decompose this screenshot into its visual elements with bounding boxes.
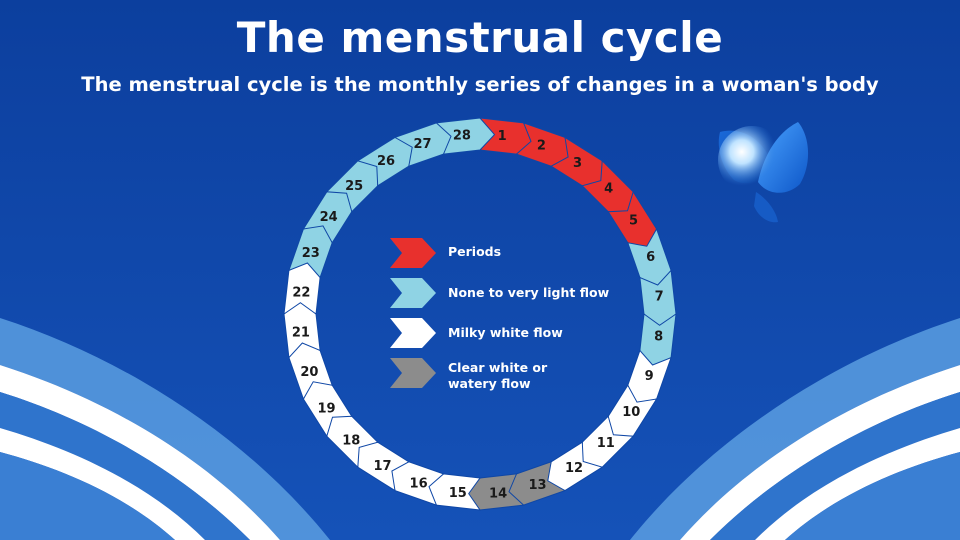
day-4-label: 4: [604, 182, 613, 197]
day-18-label: 18: [342, 433, 360, 448]
day-27-label: 27: [413, 137, 431, 152]
day-13-label: 13: [528, 478, 546, 493]
legend-label-light-flow: None to very light flow: [448, 285, 610, 300]
day-17-label: 17: [373, 459, 391, 474]
day-6-label: 6: [646, 250, 655, 265]
page-subtitle: The menstrual cycle is the monthly serie…: [81, 73, 879, 96]
day-28-label: 28: [453, 128, 471, 143]
day-3-label: 3: [573, 156, 582, 171]
legend-label-milky-white: Milky white flow: [448, 325, 563, 340]
day-7-label: 7: [655, 289, 664, 304]
day-15-label: 15: [449, 486, 467, 501]
day-11-label: 11: [597, 436, 615, 451]
day-23-label: 23: [302, 246, 320, 261]
day-12-label: 12: [565, 461, 583, 476]
day-22-label: 22: [292, 285, 310, 300]
day-21-label: 21: [292, 326, 310, 341]
day-16-label: 16: [410, 477, 428, 492]
day-20-label: 20: [300, 365, 318, 380]
legend-label-periods: Periods: [448, 244, 502, 259]
day-5-label: 5: [629, 214, 638, 229]
day-19-label: 19: [317, 402, 335, 417]
butterfly-logo-icon: [718, 122, 809, 223]
legend-swatch-light-flow: [390, 278, 436, 308]
day-10-label: 10: [622, 405, 640, 420]
day-8-label: 8: [654, 330, 663, 345]
day-9-label: 9: [645, 369, 654, 384]
legend-swatch-periods: [390, 238, 436, 268]
page-title: The menstrual cycle: [236, 13, 724, 62]
day-25-label: 25: [345, 179, 363, 194]
day-28-chevron: [435, 117, 496, 155]
day-26-label: 26: [377, 154, 395, 169]
day-2-label: 2: [537, 138, 546, 153]
legend-swatch-milky-white: [390, 318, 436, 348]
day-24-label: 24: [320, 210, 338, 225]
day-1-label: 1: [498, 129, 507, 144]
legend-label-clear-white: Clear white or watery flow: [448, 360, 548, 391]
day-14-label: 14: [489, 487, 507, 502]
legend-swatch-clear-white: [390, 358, 436, 388]
